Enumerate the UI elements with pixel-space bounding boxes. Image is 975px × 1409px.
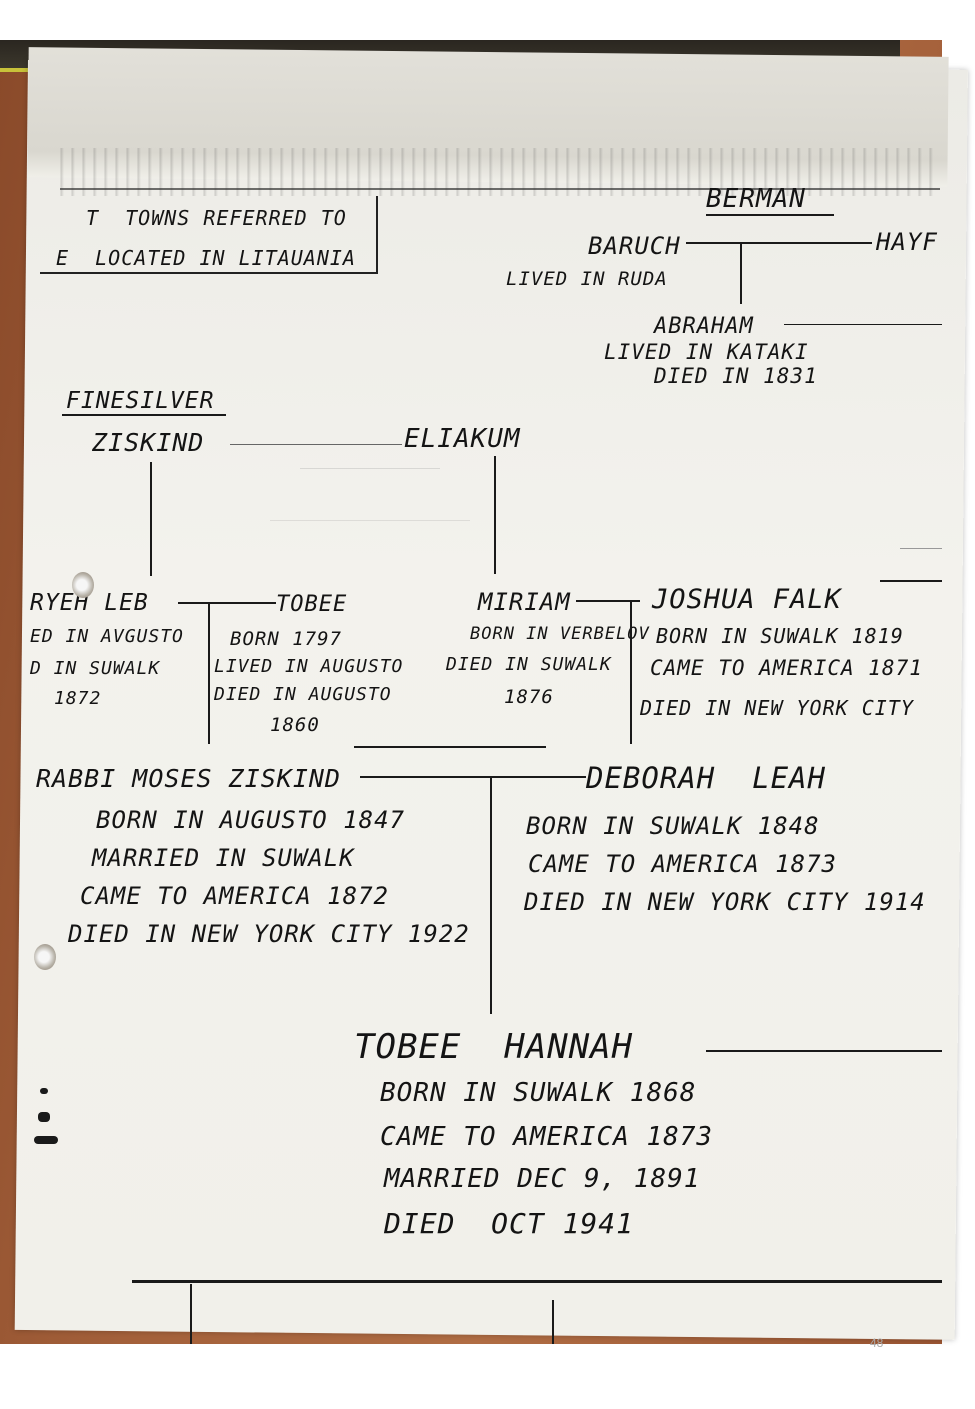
joshua-marriage-line: [880, 580, 942, 582]
tobee-hannah-marriage-line: [706, 1050, 942, 1052]
miriam-joshua-marriage-line: [576, 600, 640, 602]
eliakum-name: ELIAKUM: [404, 424, 521, 454]
header-note-box: [40, 196, 378, 274]
baruch-name: BARUCH: [588, 232, 681, 260]
header-note-line1: T TOWNS REFERRED TO: [86, 206, 347, 230]
abraham-marriage-line: [784, 324, 942, 325]
baruch-hayf-marriage-line: [686, 242, 872, 244]
bottom-marriage-line: [132, 1280, 942, 1283]
abraham-died: DIED IN 1831: [654, 364, 818, 388]
bleed-through-mark: [270, 520, 470, 521]
finesilver-family-title: FINESILVER: [66, 388, 215, 414]
tobee-name: TOBEE: [276, 592, 348, 617]
moses-line1: BORN IN AUGUSTO 1847: [96, 806, 405, 834]
tobee-line1: BORN 1797: [230, 628, 342, 650]
moses-deborah-marriage-line: [360, 776, 586, 778]
tobee-hannah-line3: MARRIED DEC 9, 1891: [384, 1164, 701, 1194]
moses-name: RABBI MOSES ZISKIND: [36, 764, 341, 793]
tobee-hannah-line2: CAME TO AMERICA 1873: [380, 1122, 714, 1152]
abraham-lived: LIVED IN KATAKI: [604, 340, 809, 364]
ziskind-descent-line: [150, 462, 152, 576]
deborah-leah-name: DEBORAH LEAH: [586, 761, 826, 795]
bottom-descent-line-right: [552, 1300, 554, 1344]
joshua-line3: DIED IN NEW YORK CITY: [640, 696, 914, 720]
deborah-line3: DIED IN NEW YORK CITY 1914: [524, 888, 926, 916]
miriam-line3: 1876: [504, 686, 554, 708]
page-number: 48: [870, 1336, 884, 1350]
deborah-line2: CAME TO AMERICA 1873: [528, 850, 837, 878]
miriam-joshua-descent-line: [630, 600, 632, 744]
deborah-line1: BORN IN SUWALK 1848: [526, 812, 820, 840]
aryeh-line3: 1872: [54, 688, 102, 709]
ziskind-eliakum-marriage-line: [230, 444, 402, 445]
ink-mark: [40, 1088, 48, 1094]
joshua-line2: CAME TO AMERICA 1871: [650, 656, 923, 680]
moses-deborah-descent-line: [490, 778, 492, 1014]
tobee-hannah-name: TOBEE HANNAH: [354, 1027, 634, 1067]
eliakum-descent-line: [494, 456, 496, 574]
punch-hole: [72, 572, 94, 598]
joshua-falk-name: JOSHUA FALK: [652, 584, 842, 615]
moses-line3: CAME TO AMERICA 1872: [80, 882, 389, 910]
aryeh-line2: D IN SUWALK: [30, 658, 161, 679]
generation-connector-line: [354, 746, 546, 748]
miriam-line1: BORN IN VERBELOV: [470, 624, 650, 644]
tobee-line4: 1860: [270, 714, 320, 736]
finesilver-underline: [62, 414, 226, 416]
ink-mark: [34, 1136, 58, 1144]
moses-line4: DIED IN NEW YORK CITY 1922: [68, 920, 470, 948]
abraham-name: ABRAHAM: [654, 314, 754, 339]
punch-hole: [34, 944, 56, 970]
joshua-line1: BORN IN SUWALK 1819: [656, 624, 904, 648]
tobee-line3: DIED IN AUGUSTO: [214, 684, 392, 705]
miriam-line2: DIED IN SUWALK: [446, 654, 612, 675]
miriam-name: MIRIAM: [478, 588, 571, 616]
header-note-line2: E LOCATED IN LITAUANIA: [56, 246, 356, 270]
tobee-hannah-line4: DIED OCT 1941: [384, 1207, 635, 1240]
ziskind-name: ZISKIND: [92, 428, 205, 457]
aryeh-tobee-descent-line: [208, 604, 210, 744]
bottom-descent-line-left: [190, 1284, 192, 1344]
faint-dash: [900, 548, 942, 549]
baruch-lived: LIVED IN RUDA: [506, 268, 668, 290]
aryeh-leb-name: RYEH LEB: [30, 590, 149, 616]
berman-underline: [706, 214, 834, 216]
moses-line2: MARRIED IN SUWALK: [92, 844, 355, 872]
aryeh-line1: ED IN AVGUSTO: [30, 626, 184, 647]
aryeh-tobee-marriage-line: [178, 602, 276, 604]
bleed-through-mark: [300, 468, 440, 469]
ink-mark: [38, 1112, 50, 1122]
berman-family-title: BERMAN: [706, 184, 806, 214]
tobee-hannah-line1: BORN IN SUWALK 1868: [380, 1078, 697, 1108]
hayf-name: HAYF: [876, 228, 938, 256]
tobee-line2: LIVED IN AUGUSTO: [214, 656, 404, 677]
baruch-descent-line: [740, 242, 742, 304]
scan-noise-line: [60, 188, 940, 190]
